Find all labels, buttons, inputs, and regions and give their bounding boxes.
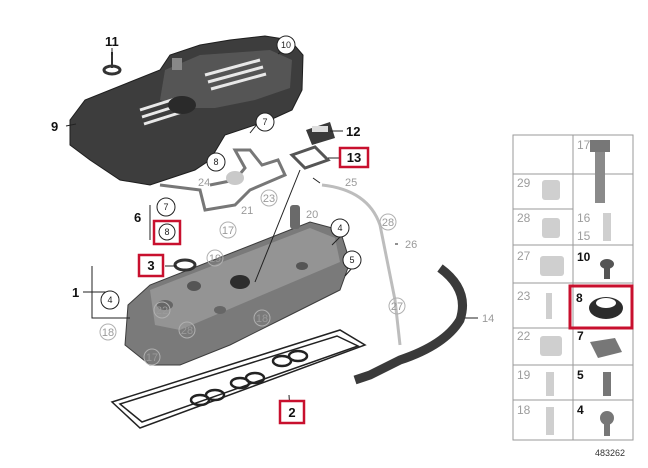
label-11: 11 (105, 34, 119, 49)
label-9: 9 (51, 119, 58, 134)
callout-19: 19 (209, 253, 221, 265)
callout-28: 28 (181, 325, 193, 337)
bracket-upper (159, 148, 288, 212)
part-11-stud (102, 52, 122, 76)
part-24 (226, 171, 244, 185)
label-13: 13 (347, 150, 361, 165)
label-26: 26 (405, 239, 417, 251)
highlight-box-13 (338, 146, 370, 169)
callout-4-lower: 4 (107, 295, 112, 305)
callout-22: 22 (156, 305, 168, 317)
panel-num-5: 5 (577, 368, 584, 382)
label-24: 24 (198, 177, 210, 189)
panel-num-7: 7 (577, 329, 584, 343)
label-14: 14 (482, 313, 494, 325)
callout-28-hose: 28 (382, 217, 394, 229)
callout-7-lower: 7 (163, 202, 168, 212)
highlight-box-3 (137, 253, 165, 278)
label-2: 2 (288, 405, 295, 420)
panel-num-15: 15 (577, 229, 591, 243)
panel-num-17: 17 (577, 138, 591, 152)
panel-num-22: 22 (517, 329, 531, 343)
callout-17-lower: 17 (146, 352, 158, 364)
label-12: 12 (346, 124, 360, 139)
label-1: 1 (72, 285, 79, 300)
panel-num-8: 8 (576, 291, 583, 305)
panel-num-16: 16 (577, 211, 591, 225)
callout-18-left: 18 (102, 327, 114, 339)
panel-num-19: 19 (517, 368, 531, 382)
panel-num-18: 18 (517, 403, 531, 417)
label-21: 21 (241, 205, 253, 217)
label-3: 3 (147, 258, 154, 273)
part-20 (290, 205, 300, 229)
callout-10: 10 (281, 40, 291, 50)
side-parts-panel (512, 134, 634, 441)
panel-num-27: 27 (517, 249, 531, 263)
gasket-set (110, 329, 367, 429)
callout-5: 5 (349, 255, 354, 265)
hose-26 (321, 183, 402, 346)
part-12-oil-cap (306, 122, 335, 145)
part-13-gasket (289, 145, 331, 170)
callout-8-upper: 8 (213, 157, 218, 167)
callout-18-right: 18 (256, 313, 268, 325)
diagram-id: 483262 (595, 448, 625, 458)
panel-num-29: 29 (517, 176, 531, 190)
part-3-seal (173, 258, 197, 272)
label-6: 6 (134, 210, 141, 225)
label-20: 20 (306, 209, 318, 221)
panel-num-10: 10 (577, 250, 591, 264)
panel-num-4: 4 (577, 403, 584, 417)
label-25: 25 (345, 177, 357, 189)
callout-27: 27 (391, 301, 403, 313)
callout-7-upper: 7 (262, 117, 267, 127)
circled-callouts: 10 7 8 7 4 5 4 (100, 35, 362, 310)
label-8-boxed: 8 (164, 227, 169, 237)
callout-23: 23 (263, 193, 275, 205)
highlight-box-2 (278, 399, 306, 425)
panel-num-28: 28 (517, 211, 531, 225)
faded-callouts: 23 17 19 22 18 28 18 17 28 27 (99, 189, 406, 366)
valve-cover (124, 221, 351, 366)
hose-14 (353, 264, 467, 385)
engine-cover (69, 35, 304, 186)
callout-4-upper: 4 (337, 223, 342, 233)
panel-num-23: 23 (517, 289, 531, 303)
callout-17-upper: 17 (222, 225, 234, 237)
